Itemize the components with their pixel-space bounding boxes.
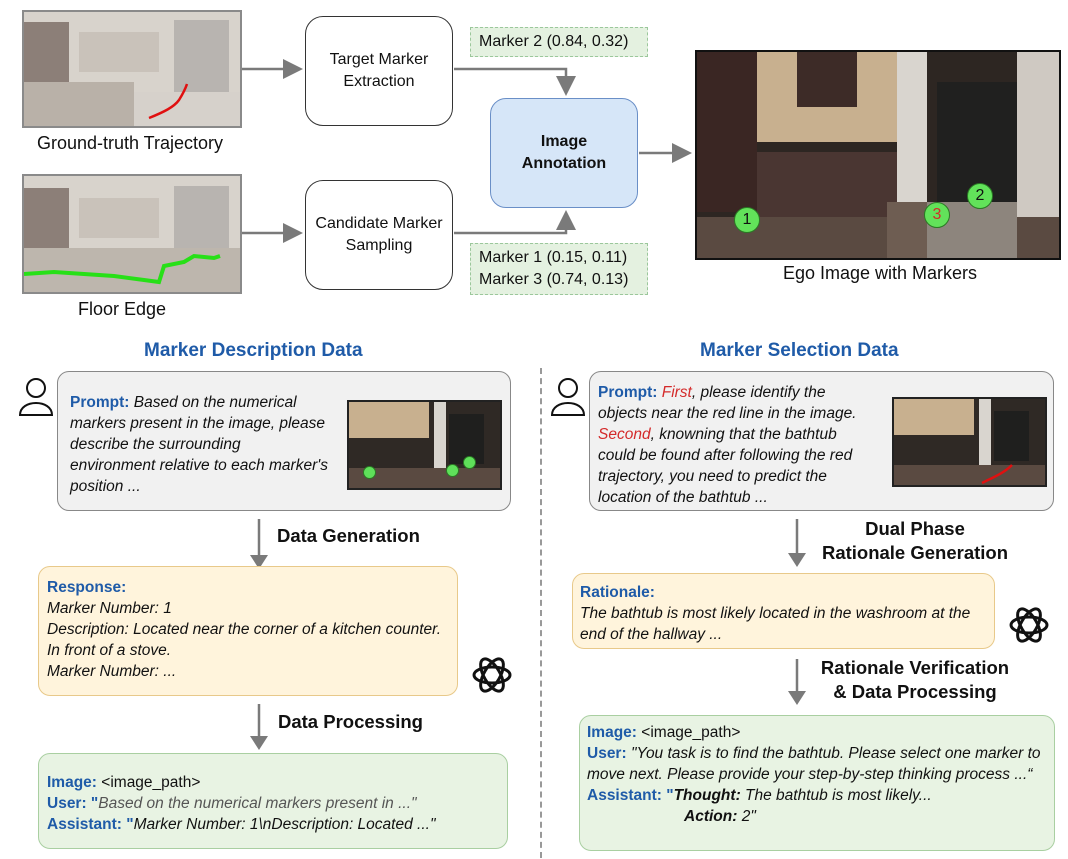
selection-output-panel: Image: <image_path> User: "You task is t… [579,715,1055,851]
selection-thumbnail [892,397,1047,487]
user-label: User: " [47,795,99,812]
selection-prompt-label: Prompt: [598,384,658,401]
thumb-marker-3 [446,464,459,477]
ego-marker-2: 2 [967,183,993,209]
response-line-1: Marker Number: 1 [47,600,172,617]
data-generation-arrow [250,519,268,569]
user-text: Based on the numerical markers present i… [98,795,417,812]
thumb-marker-2 [463,456,476,469]
image-annotation-label: Image Annotation [521,133,607,172]
ground-truth-thumbnail [22,10,242,128]
thought-text: The bathtub is most likely... [745,787,932,804]
second-word: Second [598,426,651,443]
marker1-coordinate: Marker 1 (0.15, 0.11) [479,249,628,266]
verification-step: Rationale Verification & Data Processing [800,656,1030,704]
section-divider [540,368,542,858]
dual-phase-line-1: Dual Phase [865,518,965,539]
pipeline-arrows [242,59,692,243]
response-line-3: Marker Number: ... [47,663,177,680]
selection-image-path: <image_path> [641,724,741,741]
first-word: First [661,384,692,401]
ground-truth-caption: Ground-truth Trajectory [36,133,224,153]
user-icon-right [550,378,586,416]
description-output-panel: Image: <image_path> User: "Based on the … [38,753,508,849]
data-processing-arrow [250,704,268,750]
description-prompt-panel: Prompt: Based on the numerical markers p… [57,371,511,511]
selection-assistant-label: Assistant: " [587,787,674,804]
image-label: Image: [47,774,97,791]
response-panel: Response: Marker Number: 1 Description: … [38,566,458,696]
verification-arrow [788,659,806,705]
user-icon [18,378,54,416]
floor-edge-caption: Floor Edge [77,299,167,319]
floor-edge-illustration [24,176,240,292]
image-annotation-box: Image Annotation [490,98,638,208]
target-marker-extraction-box: Target Marker Extraction [305,16,453,126]
rationale-panel: Rationale: The bathtub is most likely lo… [572,573,995,649]
prompt-part-2: , knowning that the bathtub could be fou… [598,426,853,506]
prompt-label: Prompt: [70,394,130,411]
kitchen-scene-illustration [24,12,240,126]
rationale-generation-arrow [788,519,806,567]
selection-user-text: "You task is to find the bathtub. Please… [587,745,1041,783]
thought-label: Thought: [673,787,741,804]
rationale-label: Rationale: [580,584,655,601]
thumb-marker-1 [363,466,376,479]
selection-prompt-panel: Prompt: First, please identify the objec… [589,371,1054,511]
response-line-2: Description: Located near the corner of … [47,621,442,659]
candidate-marker-sampling-label: Candidate Marker Sampling [315,215,443,254]
marker3-coordinate: Marker 3 (0.74, 0.13) [479,271,629,288]
openai-logo-icon [472,657,512,693]
data-generation-step: Data Generation [277,525,420,546]
data-processing-step: Data Processing [278,711,423,732]
candidate-marker-sampling-box: Candidate Marker Sampling [305,180,453,290]
marker2-coordinate: Marker 2 (0.84, 0.32) [470,27,648,57]
verification-line-2: & Data Processing [833,681,997,702]
prompt-part-1: , please identify the objects near the r… [598,384,857,422]
marker-selection-title: Marker Selection Data [700,340,899,361]
assistant-text: Marker Number: 1\nDescription: Located .… [133,816,436,833]
ego-image-caption: Ego Image with Markers [782,263,978,283]
ego-marker-3: 3 [924,202,950,228]
assistant-label: Assistant: " [47,816,134,833]
marker-description-title: Marker Description Data [144,340,363,361]
openai-logo-icon-right [1009,607,1049,643]
ego-marker-1: 1 [734,207,760,233]
action-label: Action: [684,808,738,825]
selection-thumbnail-scene [894,399,1045,485]
selection-prompt-text: Prompt: First, please identify the objec… [598,382,868,508]
prompt-body: Based on the numerical markers present i… [70,394,328,495]
floor-edge-thumbnail [22,174,242,294]
image-path: <image_path> [101,774,201,791]
rationale-text: The bathtub is most likely located in th… [580,605,971,643]
target-marker-extraction-label: Target Marker Extraction [329,51,429,90]
action-text: 2" [741,808,756,825]
selection-user-label: User: [587,745,627,762]
response-label: Response: [47,579,127,596]
description-prompt-text: Prompt: Based on the numerical markers p… [70,392,328,497]
dual-phase-step: Dual Phase Rationale Generation [815,517,1015,565]
marker1-3-coordinates: Marker 1 (0.15, 0.11) Marker 3 (0.74, 0.… [470,243,648,295]
verification-line-1: Rationale Verification [820,657,1010,678]
dual-phase-line-2: Rationale Generation [821,542,1009,563]
selection-image-label: Image: [587,724,637,741]
